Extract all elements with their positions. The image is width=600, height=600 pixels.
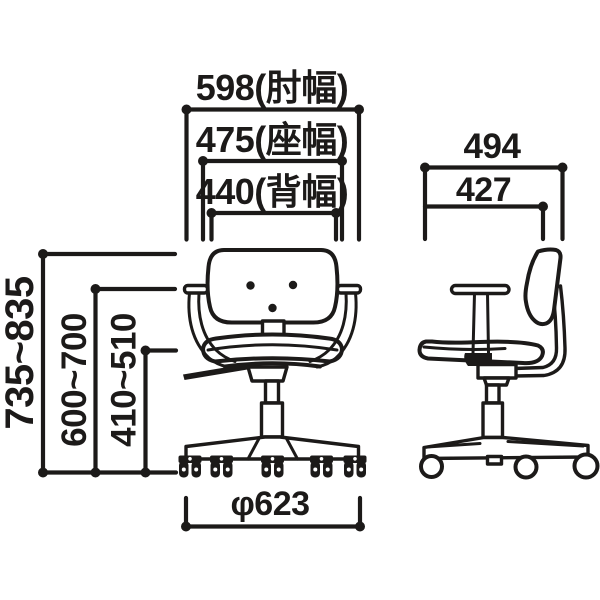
- dim-seat-width: [198, 156, 347, 242]
- left-armrest-pad: [182, 283, 210, 295]
- back-width-label: 440(背幅): [196, 171, 349, 212]
- right-armrest-pad: [335, 283, 363, 295]
- side-armrest-support: [471, 292, 476, 355]
- front-backrest: [205, 248, 340, 325]
- dim-elbow-width: [181, 104, 364, 242]
- side-seat: [417, 339, 545, 366]
- side-seat-seam: [422, 345, 507, 351]
- side-width-label: 494: [464, 127, 522, 166]
- dim-seat-height: [140, 345, 179, 478]
- side-inner-width-label: 427: [456, 171, 511, 209]
- side-base: [422, 435, 590, 461]
- side-caster: [419, 454, 444, 479]
- dimension-labels: 598(肘幅) 475(座幅) 440(背幅) 494 427 735~835 …: [0, 67, 522, 523]
- side-base-notch: [485, 454, 504, 466]
- caster: [310, 455, 333, 478]
- front-view-chair: [178, 248, 367, 478]
- dim-back-width: [206, 208, 341, 242]
- adjustment-lever: [183, 364, 248, 380]
- backrest-screw-dot: [268, 303, 277, 313]
- side-base-ridge: [425, 442, 482, 449]
- side-mechanism: [476, 362, 518, 380]
- side-view-chair: [417, 247, 600, 480]
- backrest-screw-dot: [246, 281, 255, 290]
- front-casters: [178, 455, 367, 478]
- dim-total-height: [38, 249, 179, 478]
- side-base-ridge: [506, 440, 585, 448]
- caster: [178, 455, 202, 478]
- front-cylinder-upper: [263, 379, 281, 405]
- side-caster: [513, 454, 539, 480]
- dim-side-inner-width: [422, 201, 548, 242]
- front-mechanism: [246, 365, 289, 383]
- side-armrest-support: [486, 292, 490, 355]
- base-diameter-label: φ623: [230, 485, 309, 523]
- right-armrest-support: [308, 291, 348, 363]
- side-backrest: [523, 247, 563, 327]
- side-armrest-bracket: [464, 353, 492, 366]
- dim-elbow-height: [90, 284, 178, 478]
- left-armrest-support: [187, 291, 230, 369]
- side-cylinder-lower: [481, 401, 505, 440]
- caster: [210, 455, 233, 478]
- front-seat-pan: [223, 361, 322, 369]
- elbow-height-label: 600~700: [55, 313, 94, 447]
- total-height-label: 735~835: [0, 276, 42, 430]
- dim-base-diameter: [181, 495, 365, 532]
- side-cylinder-upper: [484, 383, 501, 405]
- seat-height-label: 410~510: [105, 313, 144, 447]
- side-armrest-pad: [449, 283, 511, 296]
- front-seat-seam: [206, 343, 339, 352]
- front-base-center-leg: [285, 437, 299, 461]
- front-cylinder-lower: [259, 401, 285, 439]
- side-caster: [572, 452, 600, 480]
- elbow-width-label: 598(肘幅): [196, 67, 349, 108]
- side-cylinder-collar: [482, 376, 511, 387]
- seat-width-label: 475(座幅): [196, 119, 349, 160]
- front-base-center-leg: [246, 437, 261, 461]
- backrest-screw-dot: [288, 280, 298, 290]
- caster: [261, 455, 284, 478]
- left-armrest-support: [197, 291, 237, 363]
- dim-side-width: [420, 162, 568, 242]
- caster: [343, 455, 367, 478]
- right-armrest-support: [315, 291, 358, 369]
- dimension-lines: [38, 104, 568, 532]
